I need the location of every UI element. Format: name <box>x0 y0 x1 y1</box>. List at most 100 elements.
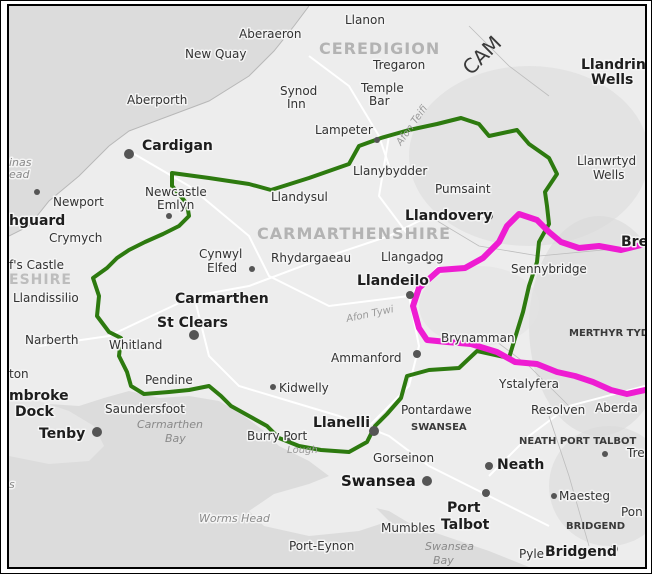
brynamman-label: Brynamman <box>441 331 515 345</box>
aberdare-label: Aberda <box>595 401 638 415</box>
road <box>38 295 195 347</box>
worms-head-label: Worms Head <box>199 512 271 525</box>
ammanford-label: Ammanford <box>331 351 401 365</box>
cynwyl-elfed-marker <box>249 266 255 272</box>
llangadog-label: Llangadog <box>381 250 444 264</box>
neath-label: Neath <box>497 457 544 473</box>
swansea-bay-label-1: Swansea <box>425 540 474 553</box>
brecon-label: Bre <box>621 234 645 250</box>
new-quay-label: New Quay <box>185 47 247 61</box>
hill-shade <box>409 66 645 246</box>
ead-label: ead <box>9 168 31 181</box>
aberaeron-label: Aberaeron <box>239 27 302 41</box>
llandovery-label: Llandovery <box>405 208 492 224</box>
mumbles-label: Mumbles <box>381 521 435 535</box>
highlighted-route <box>410 211 645 397</box>
pembroke-dock-label-1: mbroke <box>9 388 69 404</box>
landissilio-label: Llandissilio <box>13 291 79 305</box>
llandysul-label: Llandysul <box>271 190 328 204</box>
pembrokeshire-label: ESHIRE <box>9 272 72 288</box>
gower-peninsula <box>264 496 389 536</box>
burry-port-label: Burry Port <box>247 429 307 443</box>
hill-shade <box>419 266 539 346</box>
hill-shade <box>529 216 645 436</box>
swansea-bay-label-2: Bay <box>433 554 454 567</box>
temple-bar-label-2: Bar <box>369 94 390 108</box>
narberth-label: Narberth <box>25 333 79 347</box>
road <box>193 295 340 417</box>
map-canvas[interactable]: CEREDIGION CARMARTHENSHIRE ESHIRE MERTHY… <box>9 6 645 567</box>
tre-label: Tre <box>626 446 645 460</box>
ammanford-marker <box>413 350 421 358</box>
loughor-label: Lough <box>287 445 318 456</box>
gorseinon-label: Gorseinon <box>373 451 434 465</box>
swansea-marker <box>422 476 432 486</box>
kidwelly-label: Kidwelly <box>279 381 329 395</box>
carmarthenshire-boundary <box>91 116 559 454</box>
carmarthen-bay-label-2: Bay <box>165 432 186 445</box>
llanelli-label: Llanelli <box>313 415 370 431</box>
s-label: s <box>9 478 15 491</box>
castle-label: f's Castle <box>9 258 64 272</box>
swansea-label: Swansea <box>341 472 416 490</box>
tregaron-label: Tregaron <box>372 58 425 72</box>
neath-port-talbot-label: NEATH PORT TALBOT <box>519 436 636 447</box>
cardigan-label: Cardigan <box>142 138 213 154</box>
tre-marker <box>602 451 608 457</box>
port-eynon-label: Port-Eynon <box>289 539 354 553</box>
pyle-label: Pyle <box>519 547 544 561</box>
pontardawe-label: Pontardawe <box>401 403 472 417</box>
cynwyl-elfed-label-2: Elfed <box>207 261 237 275</box>
pont-label: Pon <box>621 505 643 519</box>
ceredigion-label: CEREDIGION <box>319 39 440 58</box>
resolven-label: Resolven <box>531 403 585 417</box>
hill-shade <box>549 426 645 546</box>
llanybydder-label: Llanybydder <box>353 164 427 178</box>
lampeter-marker <box>374 137 380 143</box>
tenby-label: Tenby <box>39 426 85 442</box>
llanelli-marker <box>369 426 379 436</box>
merthyr-label: MERTHYR TYDFIL <box>569 328 645 339</box>
road <box>548 415 590 547</box>
inas-label: inas <box>9 156 32 169</box>
carmarthen-label: Carmarthen <box>175 291 269 307</box>
llandrindod-label-1: Llandrin <box>581 57 645 73</box>
llanwrtyd-label-2: Wells <box>593 168 624 182</box>
llandeilo-label: Llandeilo <box>357 273 429 289</box>
aberporth-label: Aberporth <box>127 93 187 107</box>
lampeter-label: Lampeter <box>315 123 373 137</box>
synod-inn-label-2: Inn <box>287 97 306 111</box>
sennybridge-label: Sennybridge <box>511 262 587 276</box>
whitland-label: Whitland <box>109 338 162 352</box>
cynwyl-elfed-label-1: Cynwyl <box>199 247 242 261</box>
map-view[interactable]: CEREDIGION CARMARTHENSHIRE ESHIRE MERTHY… <box>7 4 647 569</box>
newcastle-emlyn-label-2: Emlyn <box>157 198 194 212</box>
fishguard-label: hguard <box>9 213 65 229</box>
llandrindod-label-2: Wells <box>591 72 633 88</box>
neath-marker <box>485 462 493 470</box>
pembroke-dock-label-2: Dock <box>15 404 55 420</box>
burry-port-marker <box>286 435 292 441</box>
bridgend-marker <box>610 545 618 553</box>
crymych-label: Crymych <box>49 231 102 245</box>
cardigan-marker <box>124 149 134 159</box>
llandovery-marker <box>485 212 493 220</box>
pembroke-land <box>9 398 104 464</box>
road <box>193 215 489 297</box>
tenby-marker <box>92 427 102 437</box>
rhydargaeau-label: Rhydargaeau <box>271 251 351 265</box>
maesteg-label: Maesteg <box>559 489 610 503</box>
st-clears-marker <box>189 330 199 340</box>
town-markers <box>34 137 618 553</box>
swansea-county-label: SWANSEA <box>411 422 467 433</box>
port-talbot-label-2: Talbot <box>441 517 490 533</box>
road <box>308 55 390 167</box>
ystalyfera-label: Ystalyfera <box>498 377 559 391</box>
synod-inn-label-1: Synod <box>280 84 317 98</box>
newport-marker <box>34 189 40 195</box>
kidwelly-marker <box>270 384 276 390</box>
saundersfoot-label: Saundersfoot <box>105 402 185 416</box>
bridgend-label: Bridgend <box>545 544 617 560</box>
temple-bar-label-1: Temple <box>360 81 404 95</box>
